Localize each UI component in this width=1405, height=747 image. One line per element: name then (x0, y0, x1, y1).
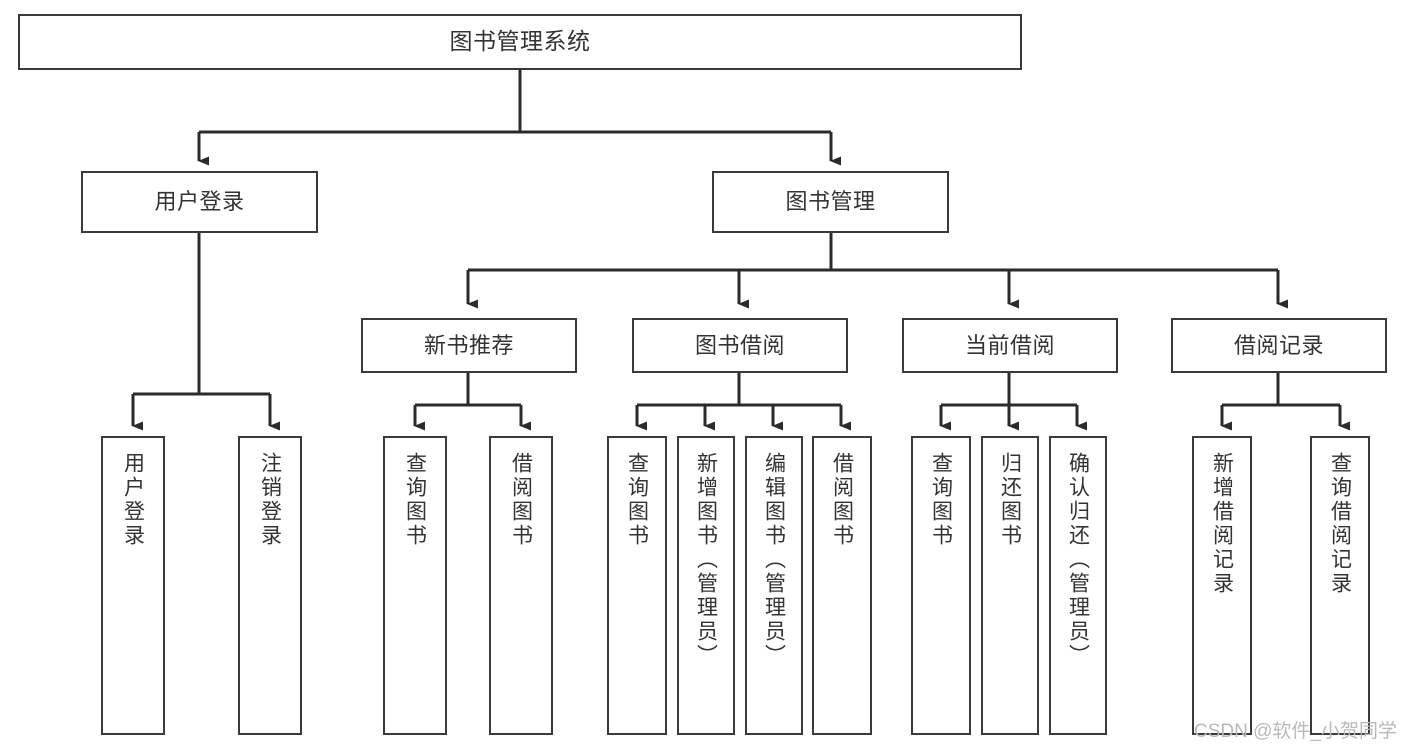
node-current-borrow-label: 当前借阅 (964, 332, 1055, 358)
leaf-confirm-return-label: 确认归还（管理员） (1066, 452, 1090, 668)
leaf-add-record[interactable]: 新增借阅记录 (1192, 436, 1252, 735)
leaf-borrow-book-2[interactable]: 借阅图书 (812, 436, 872, 735)
node-borrow-record[interactable]: 借阅记录 (1171, 318, 1387, 373)
node-book-manage[interactable]: 图书管理 (712, 171, 949, 233)
node-book-borrow[interactable]: 图书借阅 (632, 318, 848, 373)
leaf-edit-book[interactable]: 编辑图书（管理员） (745, 436, 803, 735)
node-user-login[interactable]: 用户登录 (81, 171, 318, 233)
leaf-logout[interactable]: 注销登录 (238, 436, 302, 735)
leaf-add-book-label: 新增图书（管理员） (694, 452, 718, 668)
leaf-logout-label: 注销登录 (258, 452, 282, 548)
leaf-edit-book-label: 编辑图书（管理员） (762, 452, 786, 668)
node-new-book-recommend[interactable]: 新书推荐 (361, 318, 577, 373)
leaf-query-book-3-label: 查询图书 (929, 452, 953, 548)
node-borrow-record-label: 借阅记录 (1233, 332, 1324, 358)
node-current-borrow[interactable]: 当前借阅 (902, 318, 1118, 373)
node-user-login-label: 用户登录 (154, 189, 245, 215)
node-root[interactable]: 图书管理系统 (18, 14, 1022, 70)
leaf-query-book-3[interactable]: 查询图书 (911, 436, 971, 735)
csdn-watermark: CSDN @软件_小贺同学 (1194, 721, 1397, 742)
leaf-return-book-label: 归还图书 (998, 452, 1022, 548)
leaf-borrow-book-2-label: 借阅图书 (830, 452, 854, 548)
leaf-query-book-2-label: 查询图书 (625, 452, 649, 548)
leaf-query-record-label: 查询借阅记录 (1328, 452, 1352, 596)
leaf-query-book-1[interactable]: 查询图书 (383, 436, 447, 735)
node-new-book-recommend-label: 新书推荐 (423, 332, 514, 358)
node-book-borrow-label: 图书借阅 (694, 332, 785, 358)
leaf-return-book[interactable]: 归还图书 (981, 436, 1039, 735)
leaf-user-login[interactable]: 用户登录 (101, 436, 165, 735)
leaf-query-record[interactable]: 查询借阅记录 (1310, 436, 1370, 735)
node-book-manage-label: 图书管理 (785, 189, 876, 215)
leaf-add-book[interactable]: 新增图书（管理员） (677, 436, 735, 735)
node-root-label: 图书管理系统 (449, 28, 591, 55)
leaf-query-book-1-label: 查询图书 (403, 452, 427, 548)
leaf-add-record-label: 新增借阅记录 (1210, 452, 1234, 596)
leaf-borrow-book-1[interactable]: 借阅图书 (489, 436, 553, 735)
leaf-user-login-label: 用户登录 (121, 452, 145, 548)
leaf-borrow-book-1-label: 借阅图书 (509, 452, 533, 548)
leaf-confirm-return[interactable]: 确认归还（管理员） (1049, 436, 1107, 735)
leaf-query-book-2[interactable]: 查询图书 (607, 436, 667, 735)
